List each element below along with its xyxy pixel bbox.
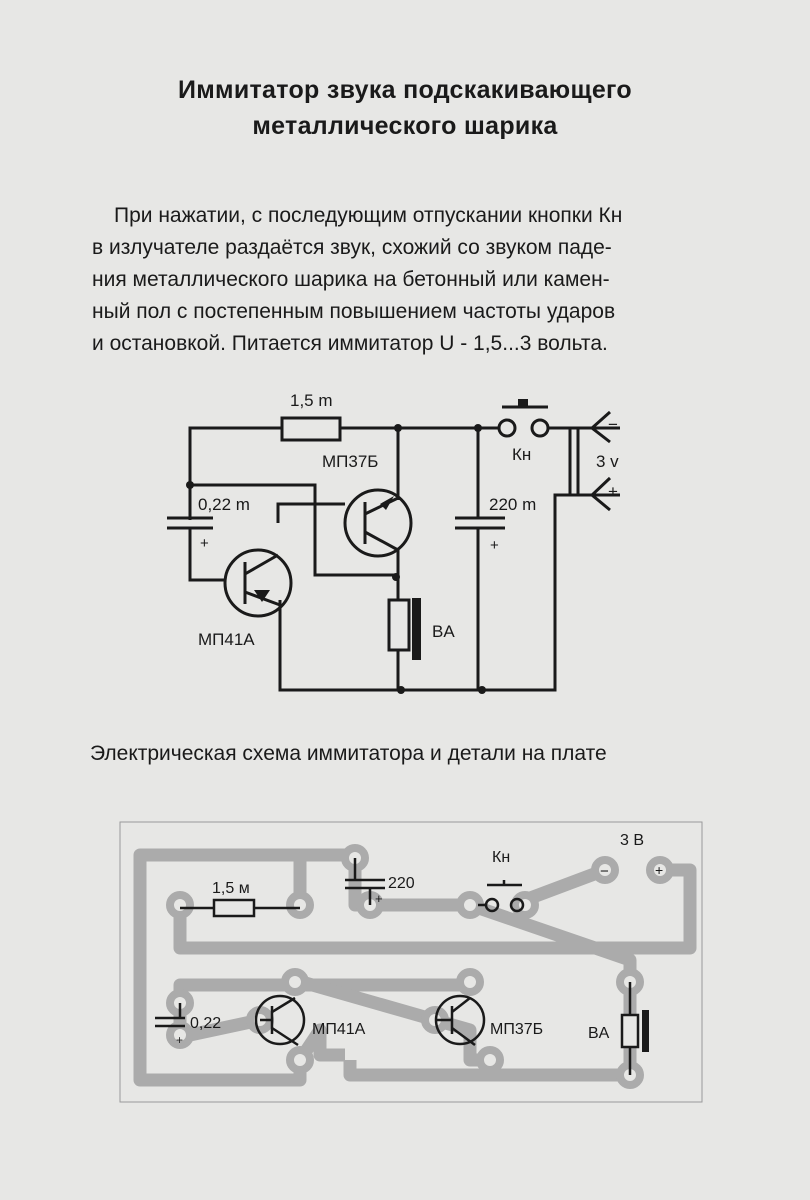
voltage-label: 3 v [596, 452, 619, 471]
capacitor-big-symbol [455, 516, 505, 530]
paragraph-line: в излучателе раздаётся звук, схожий со з… [92, 236, 612, 259]
paragraph-line: ный пол с постепенным повышением частоты… [92, 300, 616, 323]
plus-label: + [608, 482, 618, 501]
pcb-plus-label: + [655, 862, 663, 878]
pcb-voltage-label: 3 В [620, 832, 644, 849]
resistor-label: 1,5 m [290, 391, 333, 410]
resistor-symbol [280, 416, 342, 442]
speaker-membrane [412, 598, 421, 660]
schematic-caption: Электрическая схема иммитатора и детали … [90, 742, 607, 765]
pcb-capacitor-small-label: 0,22 [190, 1015, 221, 1032]
pcb-capacitor-small-plus: + [176, 1033, 183, 1047]
page-title-line-2: металлического шарика [252, 112, 558, 140]
pcb-capacitor-big-label: 220 [388, 875, 415, 892]
emitter-arrow-icon [254, 590, 270, 602]
button-cap [518, 399, 528, 407]
transistor-q1-symbol [223, 548, 293, 618]
pcb-transistor-q2-label: МП37Б [490, 1021, 543, 1038]
paragraph-line: При нажатии, с последующим отпускании кн… [114, 204, 623, 227]
pcb-speaker-label: BA [588, 1025, 610, 1042]
pcb-components [155, 858, 640, 1075]
button-label: Кн [512, 445, 531, 464]
capacitor-big-label: 220 m [489, 495, 536, 514]
pcb-resistor-label: 1,5 м [212, 880, 250, 897]
capacitor-small-symbol [167, 516, 213, 530]
paragraph-line: ния металлического шарика на бетонный ил… [92, 268, 610, 291]
capacitor-small-plus: + [200, 535, 209, 552]
pcb-capacitor-big-plus: + [375, 891, 383, 906]
page-title-line-1: Иммитатор звука подскакивающего [177, 76, 633, 104]
paragraph-line: и остановкой. Питается иммитатор U - 1,5… [92, 332, 608, 355]
description-paragraph: При нажатии, с последующим отпускании кн… [92, 200, 732, 360]
pcb-transistor-q1-label: МП41А [312, 1021, 366, 1038]
battery-terminals [568, 410, 612, 512]
pcb-border [119, 821, 703, 1103]
transistor-q1-label: МП41А [198, 630, 255, 649]
transistor-q2-label: МП37Б [322, 452, 378, 471]
pcb-button-label: Кн [492, 849, 510, 866]
transistor-q2-symbol [343, 488, 413, 558]
capacitor-small-label: 0,22 m [198, 495, 250, 514]
speaker-symbol [387, 598, 411, 652]
minus-label: − [608, 415, 618, 434]
speaker-label: BA [432, 622, 455, 641]
pcb-minus-label: − [600, 863, 609, 880]
capacitor-big-plus: + [490, 537, 499, 554]
emitter-arrow-icon [380, 496, 394, 510]
junction-dots [186, 424, 486, 694]
pcb-speaker-membrane [642, 1010, 649, 1052]
